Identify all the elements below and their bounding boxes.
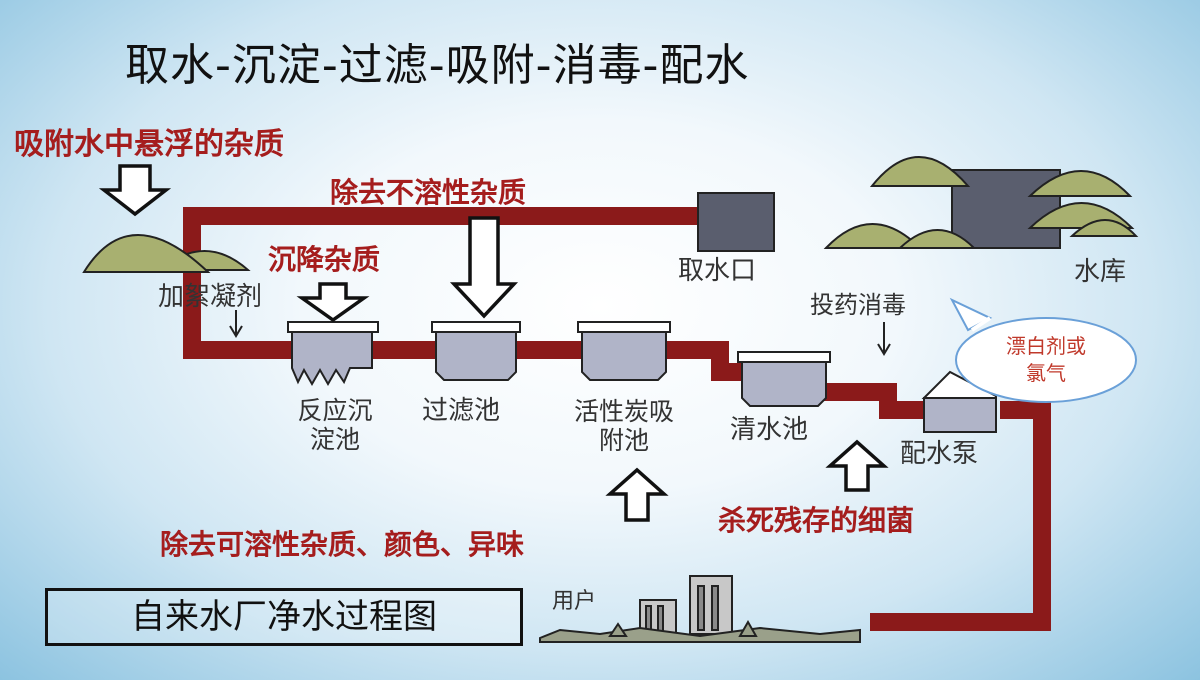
annotation-adsorb-suspended: 吸附水中悬浮的杂质	[14, 127, 284, 162]
clear-tank	[737, 351, 831, 407]
pipe-distribution	[870, 401, 1051, 631]
down-arrow-icon	[98, 164, 519, 323]
up-arrow-icon	[605, 439, 889, 522]
dose-arrow-icon	[229, 310, 891, 356]
annotation-remove-soluble: 除去可溶性杂质、颜色、异味	[160, 528, 525, 561]
label-dosing: 投药消毒	[810, 291, 906, 319]
label-intake: 取水口	[678, 256, 757, 286]
user-buildings	[539, 575, 861, 643]
annotation-kill-bacteria: 杀死残存的细菌	[718, 504, 915, 537]
coagulant-hills	[82, 234, 251, 273]
label-clear-tank: 清水池	[730, 415, 809, 445]
label-carbon-tank: 活性炭吸附池	[573, 397, 674, 455]
annotation-settle-impurities: 沉降杂质	[268, 243, 381, 276]
label-filter-tank: 过滤池	[422, 396, 501, 426]
page-title: 取水-沉淀-过滤-吸附-消毒-配水	[125, 40, 750, 91]
disinfectant-bubble	[949, 297, 1137, 403]
caption-box: 自来水厂净水过程图	[45, 588, 523, 646]
annotation-remove-insoluble: 除去不溶性杂质	[330, 176, 527, 209]
label-reservoir: 水库	[1074, 257, 1127, 287]
label-coagulant: 加絮凝剂	[158, 282, 263, 312]
hill-icon	[869, 156, 971, 187]
reservoir	[823, 156, 1139, 249]
diagram-caption: 自来水厂净水过程图	[131, 597, 437, 637]
reservoir-water	[951, 169, 1061, 249]
intake-box	[697, 192, 775, 252]
filter-tank	[431, 321, 521, 381]
pipe-intake	[183, 207, 700, 359]
label-reaction-tank: 反应沉淀池	[297, 396, 373, 454]
carbon-tank	[577, 321, 671, 381]
bubble-text: 漂白剂或氯气	[1006, 334, 1086, 385]
hill-icon	[82, 234, 211, 273]
label-users: 用户	[552, 589, 597, 614]
hill-icon	[1069, 219, 1139, 237]
pump-house	[921, 370, 997, 433]
label-pump: 配水泵	[900, 439, 979, 469]
hill-icon	[1027, 170, 1133, 197]
reaction-tank	[287, 321, 379, 387]
hill-icon	[897, 229, 977, 249]
